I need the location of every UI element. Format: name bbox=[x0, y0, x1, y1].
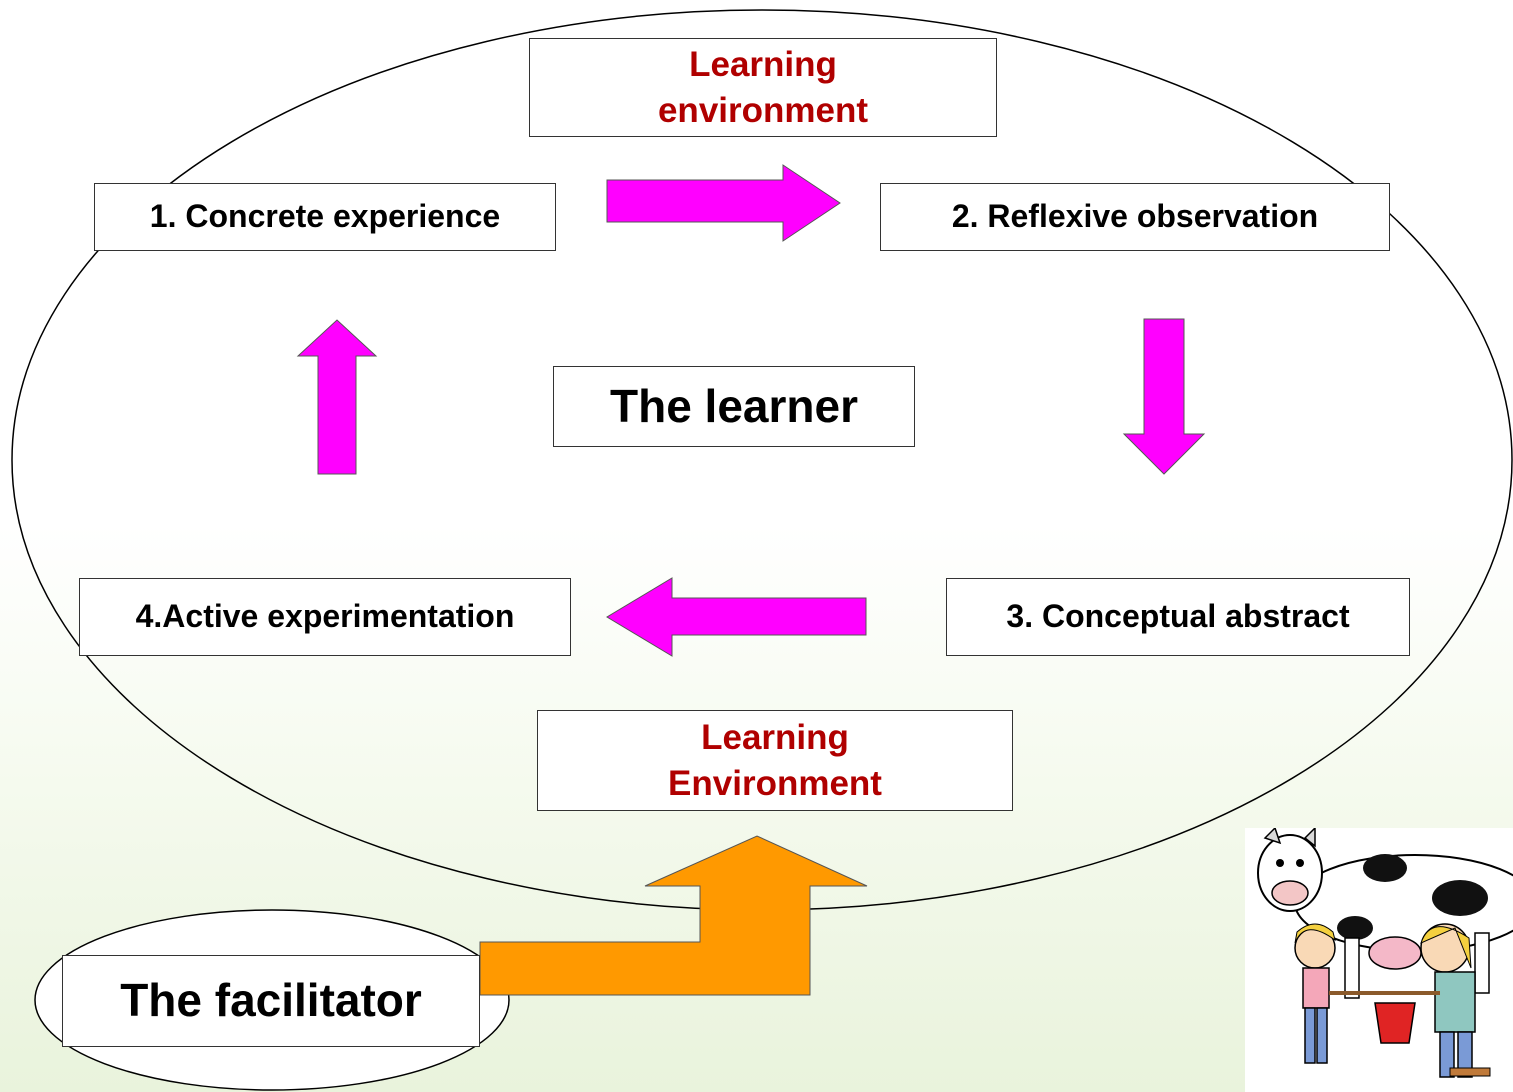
learning-environment-bottom-box: Learning Environment bbox=[537, 710, 1013, 811]
active-experimentation-label: 4.Active experimentation bbox=[135, 598, 515, 635]
cow-milking-cartoon bbox=[1245, 828, 1513, 1092]
facilitator-box: The facilitator bbox=[62, 955, 480, 1047]
active-experimentation-box: 4.Active experimentation bbox=[79, 578, 571, 656]
learning-environment-top-line2: environment bbox=[657, 90, 869, 130]
learning-environment-top-box: Learning environment bbox=[529, 38, 997, 137]
conceptual-abstract-box: 3. Conceptual abstract bbox=[946, 578, 1410, 656]
reflexive-observation-box: 2. Reflexive observation bbox=[880, 183, 1390, 251]
concrete-experience-label: 1. Concrete experience bbox=[149, 198, 501, 235]
reflexive-observation-label: 2. Reflexive observation bbox=[951, 198, 1319, 235]
arrow-right bbox=[606, 164, 841, 242]
arrow-left bbox=[606, 577, 867, 657]
arrow-up bbox=[296, 319, 378, 475]
learner-label: The learner bbox=[610, 379, 858, 432]
conceptual-abstract-label: 3. Conceptual abstract bbox=[1006, 598, 1350, 635]
facilitator-label: The facilitator bbox=[120, 974, 422, 1027]
arrow-down bbox=[1122, 318, 1206, 475]
learning-environment-bottom-line2: Environment bbox=[668, 763, 882, 803]
learner-box: The learner bbox=[553, 366, 915, 447]
facilitator-arrow bbox=[479, 835, 868, 996]
learning-environment-bottom-line1: Learning bbox=[701, 718, 849, 757]
learning-environment-top-line1: Learning bbox=[689, 45, 837, 84]
concrete-experience-box: 1. Concrete experience bbox=[94, 183, 556, 251]
